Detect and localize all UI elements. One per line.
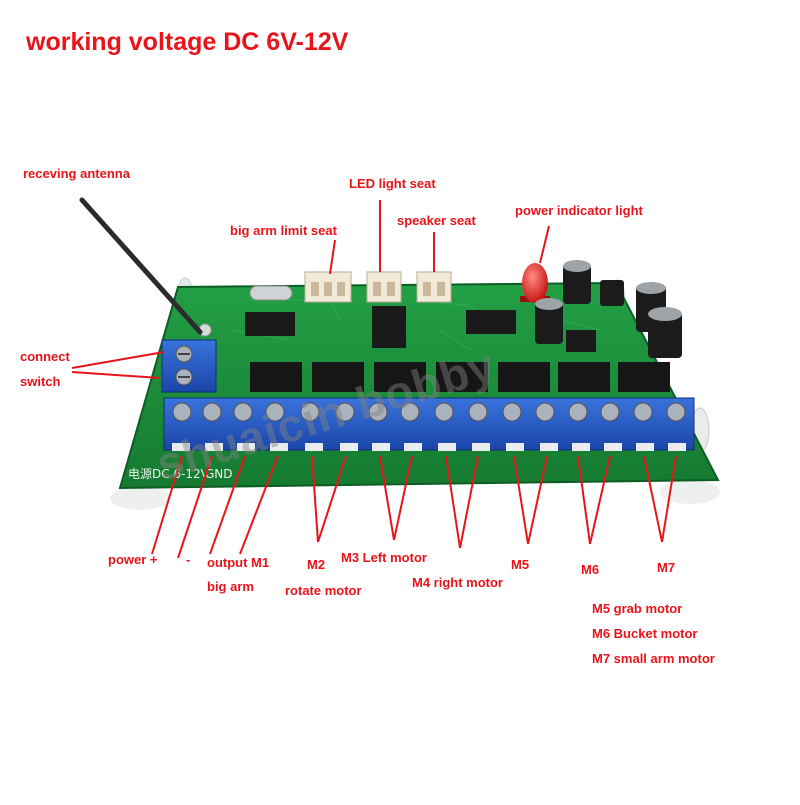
headline-voltage: working voltage DC 6V-12V xyxy=(26,28,349,56)
capacitors xyxy=(535,260,682,358)
label-antenna: receving antenna xyxy=(23,166,130,181)
label-power-plus: power + xyxy=(108,552,158,567)
label-m7: M7 xyxy=(657,560,676,575)
label-switch: switch xyxy=(20,374,61,389)
label-power-indicator: power indicator light xyxy=(515,203,643,218)
label-m4: M4 right motor xyxy=(412,575,503,590)
motor-driver-chips xyxy=(250,362,670,392)
board-power-silkscreen: 电源DC 6-12V xyxy=(128,467,210,481)
label-m3: M3 Left motor xyxy=(341,550,427,565)
label-led-seat: LED light seat xyxy=(349,176,436,191)
callout-lines xyxy=(71,200,677,559)
label-connect: connect xyxy=(20,349,70,364)
label-m7-desc: M7 small arm motor xyxy=(592,651,715,666)
label-rotate-motor: rotate motor xyxy=(285,583,362,598)
board-gnd-silkscreen: GND xyxy=(205,467,233,481)
label-m5-desc: M5 grab motor xyxy=(592,601,683,616)
power-led xyxy=(520,263,550,303)
label-m6-desc: M6 Bucket motor xyxy=(592,626,698,641)
main-terminal-block xyxy=(163,397,695,451)
crystal-component xyxy=(249,285,293,301)
antenna-wire xyxy=(79,197,203,335)
header-connectors xyxy=(304,271,452,303)
label-big-arm: big arm xyxy=(207,579,254,594)
label-big-arm-limit: big arm limit seat xyxy=(230,223,337,238)
label-output-m1: output M1 xyxy=(207,555,270,570)
switch-terminal xyxy=(161,339,217,393)
label-speaker-seat: speaker seat xyxy=(397,213,476,228)
small-chips xyxy=(245,306,596,352)
label-m6: M6 xyxy=(581,562,600,577)
label-m5: M5 xyxy=(511,557,530,572)
label-m2: M2 xyxy=(307,557,326,572)
label-power-minus: - xyxy=(186,552,191,567)
